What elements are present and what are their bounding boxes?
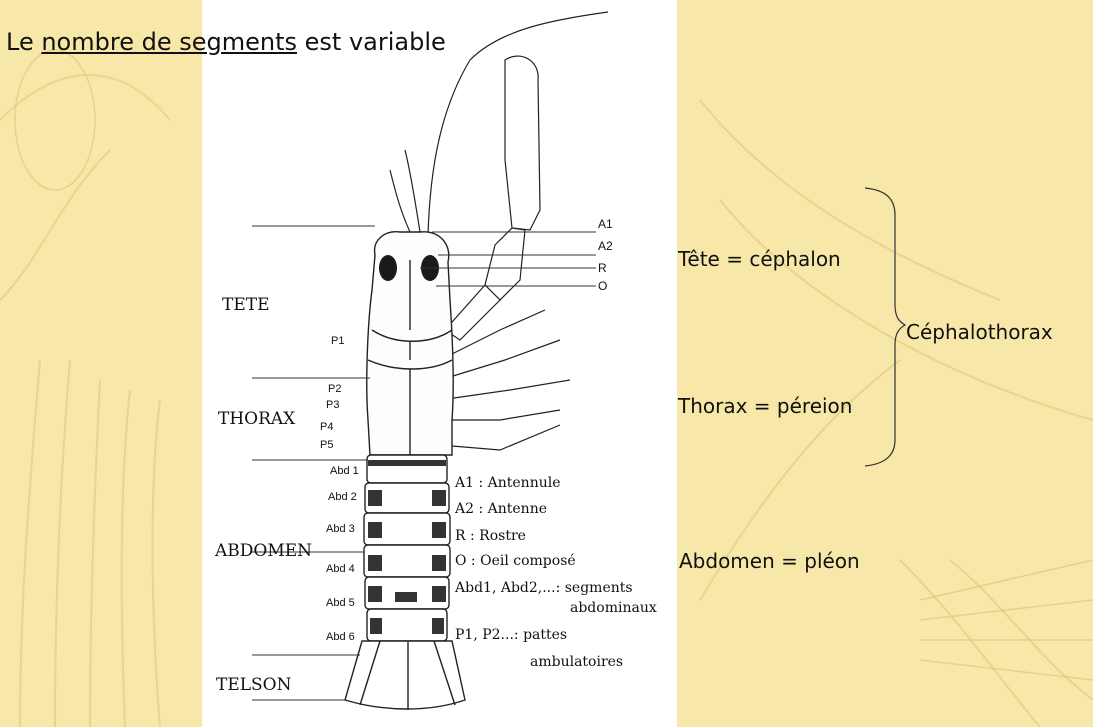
legend-line: abdominaux xyxy=(570,600,657,616)
legend-line: A2 : Antenne xyxy=(454,501,547,517)
label-r: R xyxy=(598,261,607,275)
left-leader-lines xyxy=(252,226,375,700)
region-head-label: TETE xyxy=(222,295,270,315)
claw xyxy=(445,56,540,340)
label-p1: P1 xyxy=(331,335,344,347)
legend-line: O : Oeil composé xyxy=(455,553,576,569)
legend-line: A1 : Antennule xyxy=(454,475,561,491)
region-telson-label: TELSON xyxy=(216,675,292,695)
label-p2: P2 xyxy=(328,383,341,395)
label-abd1: Abd 1 xyxy=(330,465,359,477)
legend-line: R : Rostre xyxy=(455,528,526,544)
side-abdomen-label: Abdomen = pléon xyxy=(679,549,860,573)
antennae xyxy=(390,12,608,235)
legend: A1 : Antennule A2 : Antenne R : Rostre O… xyxy=(454,475,657,670)
region-abdomen-label: ABDOMEN xyxy=(214,541,312,561)
side-head-label: Tête = céphalon xyxy=(678,247,841,271)
label-abd3: Abd 3 xyxy=(326,523,355,535)
side-cephalothorax-label: Céphalothorax xyxy=(906,320,1053,344)
label-a2: A2 xyxy=(598,239,613,253)
label-abd4: Abd 4 xyxy=(326,563,355,575)
side-thorax-label: Thorax = péreion xyxy=(678,394,852,418)
telson-fan xyxy=(345,641,465,710)
abdomen-segments xyxy=(364,455,450,641)
legend-line: Abd1, Abd2,...: segments xyxy=(454,580,633,596)
label-o: O xyxy=(598,279,607,293)
label-p3: P3 xyxy=(326,399,339,411)
label-abd2: Abd 2 xyxy=(328,491,357,503)
cephalothorax-brace xyxy=(865,188,905,466)
label-abd5: Abd 5 xyxy=(326,597,355,609)
label-abd6: Abd 6 xyxy=(326,631,355,643)
legend-line: ambulatoires xyxy=(530,654,623,670)
label-p5: P5 xyxy=(320,439,333,451)
label-a1: A1 xyxy=(598,217,613,231)
label-p4: P4 xyxy=(320,421,333,433)
legend-line: P1, P2...: pattes xyxy=(455,627,567,643)
region-thorax-label: THORAX xyxy=(218,409,296,429)
